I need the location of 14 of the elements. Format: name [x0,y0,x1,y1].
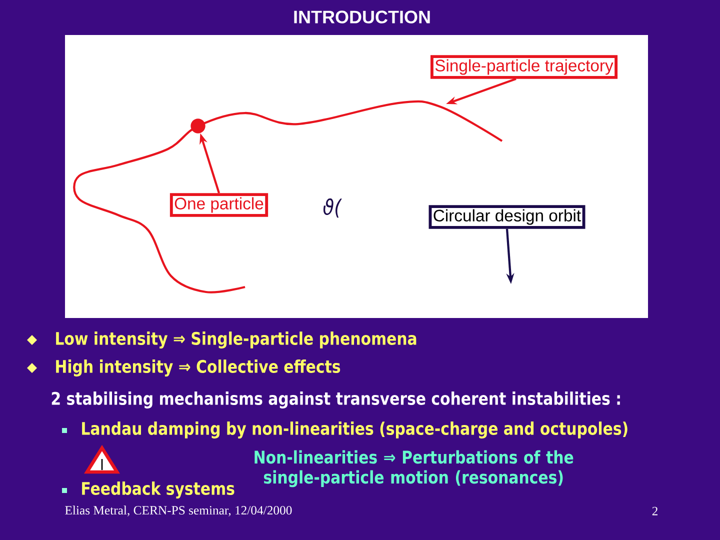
note-text: Non-linearities ⇒ Perturbations of the single-particle motion (resonances) [254,450,574,488]
page-number: 2 [652,506,658,516]
footer-text: Elias Metral, CERN-PS seminar, 12/04/2000 [65,506,292,516]
symbol-text: ϑ( [323,198,342,218]
bullet-text: Low intensity ⇒ Single-particle phenomena [56,332,416,348]
title: INTRODUCTION [294,10,430,24]
bullet-text: High intensity ⇒ Collective effects [56,360,340,376]
callout-box: One particle [170,193,268,217]
callout-box: Single-particle trajectory [430,55,618,79]
bullet-text: Landau damping by non-linearities (space-charge and octupoles) [82,422,628,438]
particle-dot [190,118,206,134]
bullet-text: Feedback systems [82,482,234,498]
heading-text: 2 stabilising mechanisms against transverse coherent instabilities : [52,392,620,408]
callout-box: Circular design orbit [428,205,586,229]
